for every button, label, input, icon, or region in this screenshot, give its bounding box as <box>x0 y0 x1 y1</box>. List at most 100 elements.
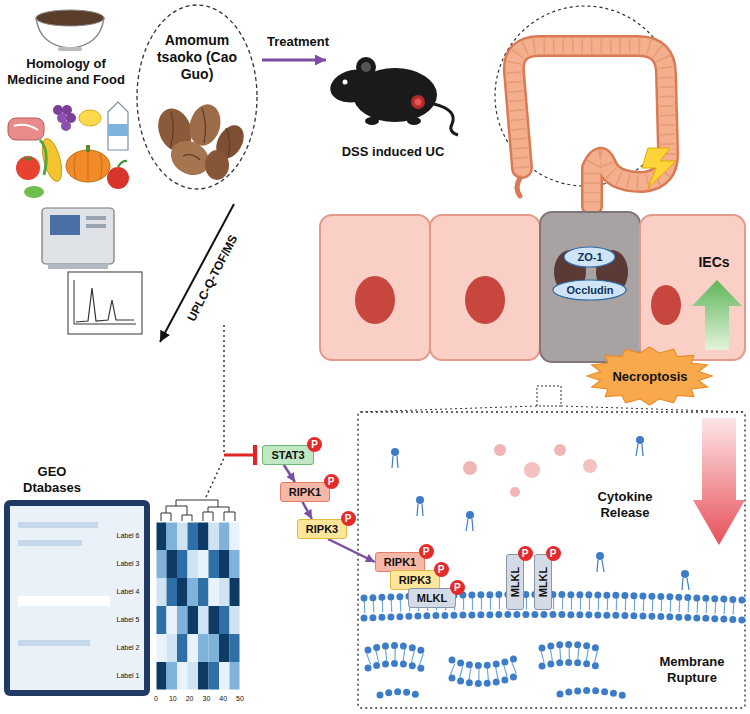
junction-protein: ZO-1 <box>563 246 616 268</box>
epithelium-part <box>640 215 745 360</box>
text-holder: Occludin <box>566 283 613 297</box>
free-lipids-part <box>466 511 474 519</box>
heatmap-part-part <box>188 578 199 606</box>
heatmap-part-part <box>209 578 220 606</box>
heatmap-row-label: Label 4 <box>117 588 140 596</box>
text-holder: RIPK3 <box>399 573 431 587</box>
lc-ms-instrument <box>42 208 114 269</box>
heatmap-part-part <box>167 522 178 550</box>
heatmap-part-part <box>198 550 209 578</box>
computer-monitor-part <box>18 596 110 606</box>
zoom-frame-part <box>358 406 537 412</box>
process-label: Cytokine Release <box>583 489 667 520</box>
zoom-frame-part <box>561 406 745 412</box>
ruptured-membrane-part <box>542 662 604 668</box>
heatmap-part-part <box>156 550 167 578</box>
protein-box: RIPK1 <box>280 482 330 502</box>
heatmap-part-part <box>167 634 178 662</box>
text-holder: STAT3 <box>271 448 304 462</box>
text-holder: MLKL <box>508 567 522 598</box>
computer-monitor-part <box>18 640 90 646</box>
free-lipids-part <box>391 448 399 456</box>
ruptured-membrane-part <box>380 692 420 696</box>
chromatogram <box>68 272 142 334</box>
chromatogram-part <box>68 272 142 334</box>
node-text: P <box>546 546 561 561</box>
heading-text: Homology of Medicine and Food <box>3 56 129 87</box>
colon <box>495 6 676 206</box>
mouse-part <box>356 57 376 77</box>
axis-tick: 30 <box>203 695 211 703</box>
oval-shape <box>564 247 615 267</box>
membrane-protein: MLKL <box>534 554 552 610</box>
food-items-part <box>14 125 38 130</box>
cytokines-part <box>554 444 566 456</box>
oval-shape <box>553 280 626 300</box>
ruptured-membrane-part <box>452 676 516 684</box>
node-text: Occludin <box>566 283 613 297</box>
food-items-part <box>8 118 44 140</box>
connectors <box>284 465 375 562</box>
treatment-arrow <box>262 60 326 61</box>
heatmap-part <box>156 578 240 606</box>
heatmap-row-label: Label 6 <box>117 532 140 540</box>
protein-box: RIPK3 <box>297 519 347 539</box>
colon-part <box>642 148 676 188</box>
node-text: RIPK3 <box>399 573 431 587</box>
herb-outline-shape <box>137 5 257 189</box>
heatmap-part-part <box>167 578 178 606</box>
heatmap-part-part <box>219 634 230 662</box>
inhibition-link-part <box>223 325 225 455</box>
zoom-frame-part <box>358 412 745 708</box>
heatmap-part-part <box>177 606 188 634</box>
node-text: P <box>518 546 533 561</box>
mouse-part <box>411 95 425 109</box>
phospho-badge: P <box>450 580 465 595</box>
heatmap <box>156 500 240 690</box>
food-items-part <box>108 124 128 136</box>
food-items <box>8 102 129 198</box>
text-holder: P <box>450 580 465 595</box>
ruptured-membrane-part <box>560 690 625 696</box>
heatmap-part-part <box>230 522 241 550</box>
ruptured-membrane-part <box>452 667 516 675</box>
free-lipids-part <box>682 578 689 590</box>
heatmap-part-part <box>156 634 167 662</box>
heatmap-part-part <box>167 606 178 634</box>
ruptured-membrane <box>368 644 625 696</box>
inhibition-link-part <box>224 454 253 457</box>
node-text: P <box>450 580 465 595</box>
computer-monitor <box>4 500 150 696</box>
axis-tick: 0 <box>154 695 158 703</box>
amomum-fruit-part <box>170 108 230 160</box>
text-holder: RIPK3 <box>306 522 338 536</box>
axis-tick: 50 <box>236 695 244 703</box>
heatmap-part-part <box>219 606 230 634</box>
food-items-part <box>107 167 129 189</box>
protein-box: RIPK3 <box>390 570 440 590</box>
heatmap-part-part <box>198 634 209 662</box>
zoom-frame-part <box>537 386 561 406</box>
cytokines-part <box>494 444 506 456</box>
axis-tick: 40 <box>219 695 227 703</box>
computer-monitor-part <box>18 540 82 546</box>
cytokines-part <box>463 461 477 475</box>
treatment-arrow-part <box>262 59 326 62</box>
free-lipids-part <box>466 519 473 531</box>
mouse-part <box>415 99 422 106</box>
colon-part <box>514 46 668 206</box>
colon-part <box>514 46 668 206</box>
heatmap-part <box>156 606 240 634</box>
heatmap-part-part <box>230 578 241 606</box>
epithelium-part <box>355 276 395 324</box>
ruptured-membrane-part <box>452 658 516 666</box>
node-text: P <box>341 511 356 526</box>
computer-monitor-part <box>18 522 98 528</box>
node-text: ZO-1 <box>577 250 602 264</box>
heatmap-part-part <box>219 522 230 550</box>
cytokines <box>463 444 597 497</box>
node-text: RIPK1 <box>384 555 416 569</box>
ruptured-membrane-part <box>368 654 426 661</box>
pathway-arrow <box>328 539 375 562</box>
soup-bowl-part <box>36 10 104 26</box>
